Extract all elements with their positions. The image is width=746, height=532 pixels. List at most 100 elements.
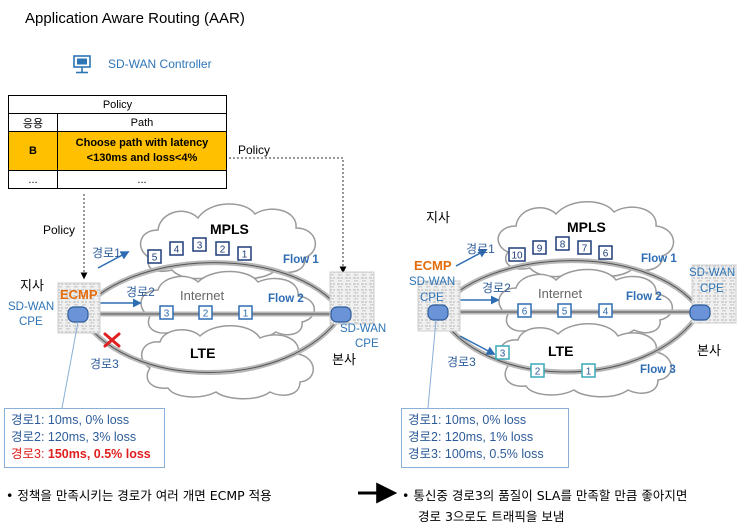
packet-box: 5	[557, 303, 572, 318]
policy-row-path-line2: <130ms and loss<4%	[86, 152, 198, 164]
cloud-label-lte: LTE	[190, 345, 215, 361]
note-left: • 정책을 만족시키는 경로가 여러 개면 ECMP 적용	[6, 488, 272, 503]
policy-row-path: Choose path with latency <130ms and loss…	[57, 131, 227, 171]
packet-box: 3	[495, 345, 510, 360]
metric-value: 120ms, 3% loss	[47, 430, 137, 444]
metric-line: 경로3: 150ms, 0.5% loss	[11, 446, 158, 463]
route3-label: 경로3	[90, 357, 119, 371]
cloud-label-mpls: MPLS	[567, 219, 606, 235]
mpls-cloud	[139, 203, 317, 280]
flow-label-1: Flow 1	[641, 253, 677, 265]
policy-row-app: ...	[8, 170, 58, 189]
mpls-link-inner	[79, 262, 343, 315]
metrics-callout	[427, 319, 437, 409]
metric-value: 10ms, 0% loss	[444, 413, 527, 427]
flow-label-2: Flow 2	[268, 293, 304, 305]
packet-label: 3	[197, 241, 203, 252]
packet-box: 3	[159, 305, 174, 320]
cloud-label-mpls: MPLS	[210, 221, 249, 237]
mpls-link-inner	[437, 260, 701, 313]
packet-box: 1	[581, 363, 596, 378]
packet-label: 4	[603, 307, 609, 318]
metric-line: 경로1: 10ms, 0% loss	[408, 412, 562, 429]
lte-link-inner	[437, 311, 701, 373]
packet-box: 6	[598, 245, 613, 260]
policy-line-right	[229, 157, 347, 274]
packet-box: 5	[147, 249, 162, 264]
policy-row: B Choose path with latency <130ms and lo…	[8, 131, 227, 171]
hq-cpe-line1: SD-WAN	[689, 267, 735, 279]
packet-label: 6	[522, 307, 528, 318]
packet-box: 1	[237, 246, 252, 261]
metric-value: 120ms, 1% loss	[444, 430, 534, 444]
hq-cpe-line2: CPE	[355, 338, 379, 350]
route2-label: 경로2	[482, 281, 511, 295]
metric-line: 경로2: 120ms, 3% loss	[11, 429, 158, 446]
packet-label: 5	[562, 307, 568, 318]
packet-box: 1	[238, 305, 253, 320]
blocked-x-icon	[103, 332, 121, 348]
lte-link-inner	[79, 313, 343, 373]
monitor-icon	[73, 55, 91, 74]
flow-label-3: Flow 3	[640, 364, 676, 376]
metric-route-label: 경로2:	[408, 430, 445, 444]
page-title: Application Aware Routing (AAR)	[25, 10, 245, 27]
packet-label: 10	[511, 251, 523, 262]
branch-cpe-line2: CPE	[19, 316, 43, 328]
cloud-label-lte: LTE	[548, 343, 573, 359]
packet-box: 9	[532, 240, 547, 255]
packet-label: 3	[500, 349, 506, 360]
note-right-line2: 경로 3으로도 트래픽을 보냄	[418, 509, 565, 524]
policy-row-app: B	[8, 131, 58, 171]
packet-box: 4	[598, 303, 613, 318]
route3-label: 경로3	[447, 355, 476, 369]
route2-label: 경로2	[126, 285, 155, 299]
hq-label: 본사	[697, 343, 721, 358]
left-metrics-box: 경로1: 10ms, 0% loss 경로2: 120ms, 3% loss 경…	[4, 408, 165, 468]
hq-cpe-line1: SD-WAN	[340, 323, 386, 335]
branch-label: 지사	[20, 278, 44, 293]
packet-box: 6	[517, 303, 532, 318]
right-diagram: MPLS Internet LTE 10 9 8 7 6 6	[409, 201, 737, 409]
metric-value: 10ms, 0% loss	[47, 413, 130, 427]
branch-cpe-line2: CPE	[420, 292, 444, 304]
branch-cpe-line1: SD-WAN	[8, 301, 54, 313]
packet-box: 3	[192, 237, 207, 252]
route1-label: 경로1	[466, 242, 495, 256]
route1-label: 경로1	[92, 246, 121, 260]
policy-header-path: Path	[57, 113, 227, 132]
packet-box: 7	[577, 240, 592, 255]
hq-cpe-line2: CPE	[700, 283, 724, 295]
policy-header-app: 응용	[8, 113, 58, 132]
route3-arrow	[459, 335, 496, 355]
policy-table-title: Policy	[8, 95, 227, 114]
packet-label: 5	[152, 253, 158, 264]
hq-router-icon	[689, 304, 711, 321]
packet-label: 6	[603, 249, 609, 260]
packet-label: 1	[242, 250, 248, 261]
note-right-line1: • 통신중 경로3의 품질이 SLA를 만족할 만큼 좋아지면	[402, 488, 688, 503]
flow-label-2: Flow 2	[626, 291, 662, 303]
flow-label-1: Flow 1	[283, 254, 319, 266]
metric-line: 경로2: 120ms, 1% loss	[408, 429, 562, 446]
route1-arrow	[97, 251, 130, 269]
metric-value: 100ms, 0.5% loss	[444, 447, 544, 461]
controller-label: SD-WAN Controller	[108, 57, 212, 71]
branch-router-icon	[427, 304, 449, 321]
metric-route-label: 경로2:	[11, 430, 48, 444]
packet-label: 2	[203, 309, 209, 320]
lte-cloud	[140, 325, 314, 400]
packet-box: 2	[530, 363, 545, 378]
metric-route-label: 경로3:	[408, 447, 445, 461]
ecmp-label: ECMP	[414, 258, 452, 273]
route1-arrow	[455, 249, 488, 267]
packet-box: 10	[508, 247, 526, 262]
packet-label: 3	[164, 309, 170, 320]
packet-label: 1	[586, 367, 592, 378]
cloud-label-internet: Internet	[538, 286, 582, 301]
lte-cloud	[498, 323, 672, 398]
packet-label: 9	[537, 244, 543, 255]
policy-row-path-line1: Choose path with latency	[75, 137, 209, 149]
cloud-label-internet: Internet	[180, 288, 224, 303]
hq-label: 본사	[332, 352, 356, 367]
